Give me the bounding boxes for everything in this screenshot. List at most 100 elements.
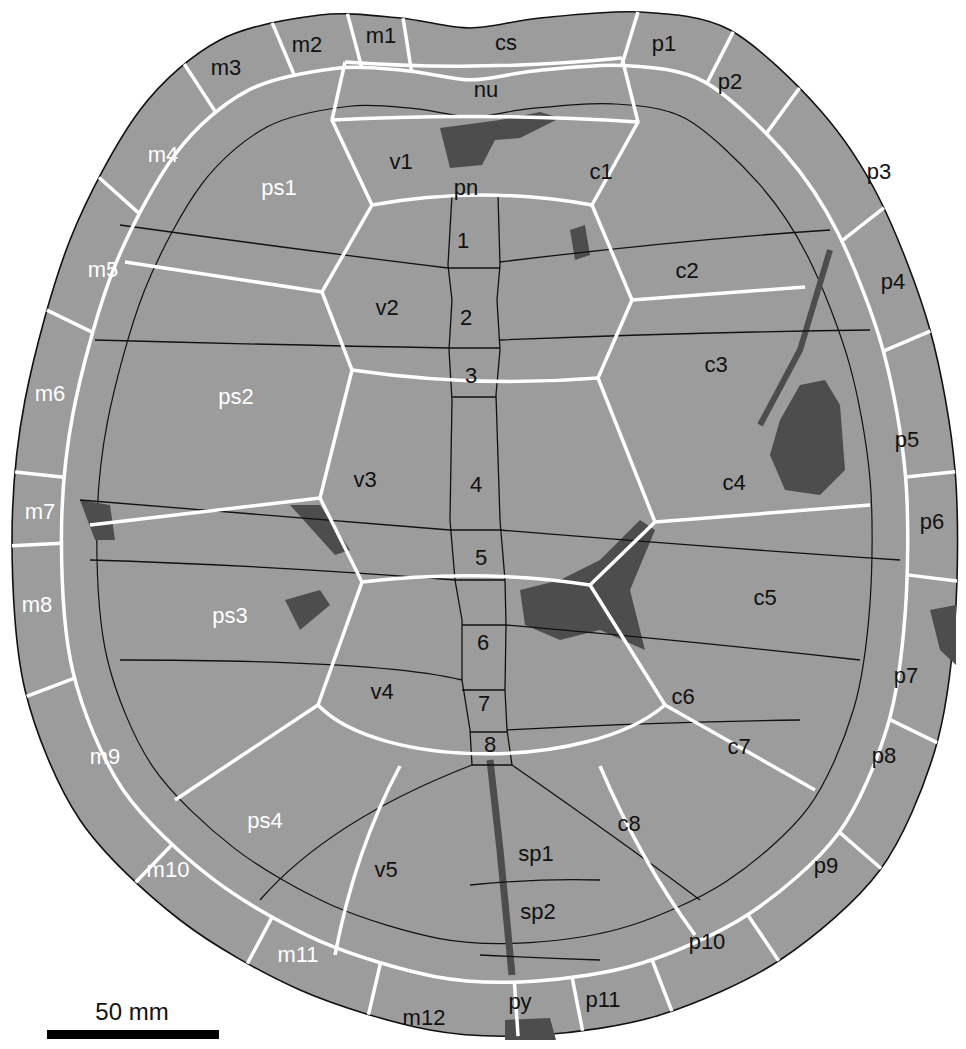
sulcus-line [347,14,361,67]
bone-label: m1 [366,25,397,47]
sulcus-line [842,208,884,241]
bone-label: 2 [460,307,472,329]
bone-label: nu [474,79,498,101]
sulcus-line [652,960,672,1011]
scute-sulci [12,12,957,1036]
sulcus-line [889,719,937,742]
bone-label: ps1 [261,177,296,199]
suture-line [500,230,900,900]
bone-label: pn [454,177,478,199]
sulcus-line [318,58,665,754]
bone-label: m4 [148,144,179,166]
bone-label: p3 [867,161,891,183]
bone-label: m11 [277,944,318,966]
bone-label: m7 [25,501,56,523]
suture-line [496,195,512,765]
bone-label: c7 [727,736,750,758]
damage-patch [570,225,590,260]
bone-label: p4 [881,271,905,293]
bone-label: ps2 [218,386,253,408]
bone-label: 4 [470,474,482,496]
sulcus-line [61,65,907,982]
bone-label: m3 [211,57,242,79]
bone-label: v2 [375,297,398,319]
bone-label: p1 [652,33,676,55]
bone-label: c8 [617,813,640,835]
suture-line [470,880,600,960]
suture-line [97,104,872,944]
bone-label: c5 [753,587,776,609]
damage-patch [505,1018,556,1040]
bone-label: 6 [477,632,489,654]
bone-label: 7 [478,693,490,715]
damage-patch [290,505,350,555]
damage-patch [930,605,956,665]
bone-label: m2 [292,34,323,56]
sulcus-line [403,18,411,71]
sulcus-line [369,963,381,1015]
sulcus-line [318,62,372,705]
sulcus-line [748,915,779,961]
bone-label: v4 [370,681,393,703]
sulcus-line [906,472,956,477]
damage-patch [80,500,115,540]
scale-bar [47,1030,219,1039]
bone-label: ps4 [247,810,282,832]
sulcus-line [590,58,665,705]
sulcus-line [622,12,638,66]
bone-label: py [508,991,531,1013]
suture-line [80,225,472,900]
bone-label: sp2 [520,901,555,923]
scale-bar [47,1030,219,1039]
sulcus-line [839,832,881,868]
suture-line [448,268,512,765]
sulcus-line [883,331,930,351]
damage-patch [440,112,560,168]
bone-label: 5 [475,547,487,569]
crack [760,250,830,425]
bone-label: m6 [35,383,66,405]
carapace-outline [12,12,958,1037]
damage-patch [770,380,845,495]
sulcus-line [99,177,139,213]
sulcus-line [15,472,64,477]
bone-label: p9 [814,855,838,877]
sulcus-line [47,310,93,332]
sulcus-line [12,543,61,545]
bone-label: c4 [722,472,745,494]
bone-label: 8 [484,734,496,756]
bone-label: v5 [374,859,397,881]
sulcus-line [247,917,272,963]
bone-label: c6 [671,686,694,708]
bone-label: p8 [872,745,896,767]
scale-label: 50 mm [95,1000,168,1024]
bone-label: m12 [403,1007,446,1029]
bone-label: m5 [88,259,119,281]
sulcus-line [335,766,695,955]
bone-label: 1 [457,230,469,252]
bone-label: cs [495,32,517,54]
bone-label: ps3 [212,605,247,627]
damage-patch [285,590,330,630]
bone-label: p10 [689,931,726,953]
bone-label: m8 [22,594,53,616]
bone-label: 3 [465,365,477,387]
bone-label: p2 [718,71,742,93]
bone-label: p7 [894,665,918,687]
bone-label: v1 [389,151,412,173]
bone-label: v3 [353,469,376,491]
bone-label: m9 [90,746,121,768]
sulcus-line [272,23,294,75]
bone-label: c1 [589,161,612,183]
sulcus-line [90,262,870,800]
bone-label: p11 [585,989,620,1011]
bone-label: p5 [895,429,919,451]
sulcus-line [572,977,582,1030]
bone-label: sp1 [518,843,553,865]
bone-label: c3 [704,354,727,376]
carapace [12,12,958,1037]
crack [490,760,512,975]
